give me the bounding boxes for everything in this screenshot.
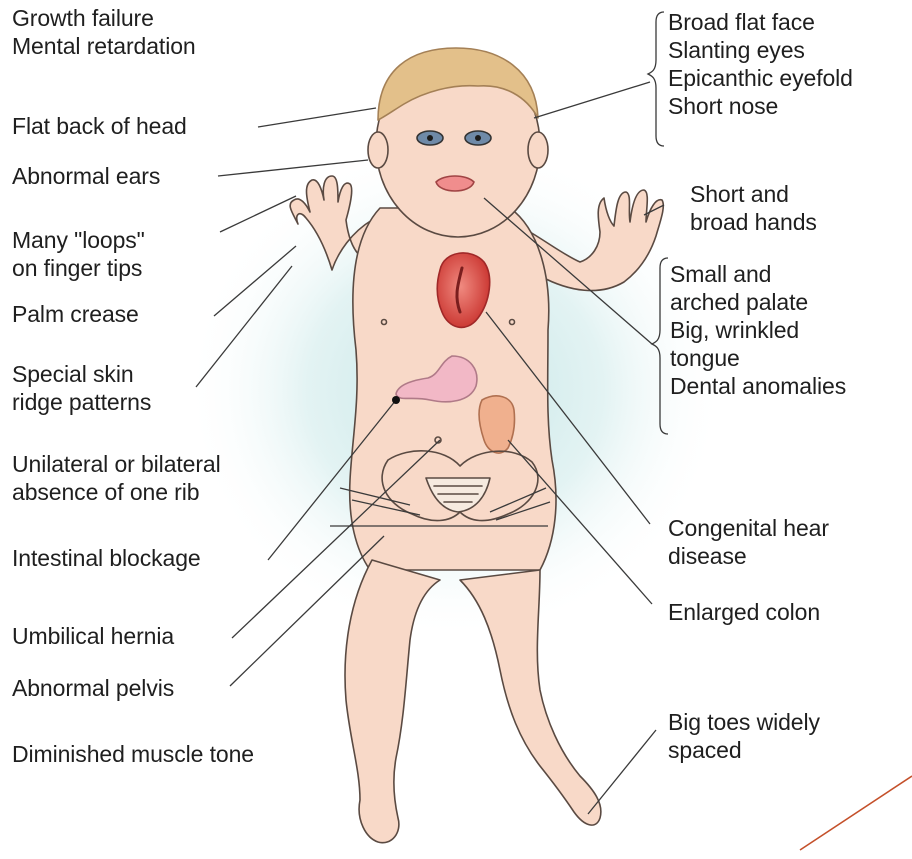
label-flat-back-of-head: Flat back of head [12, 112, 187, 140]
label-abnormal-ears: Abnormal ears [12, 162, 160, 190]
label-umbilical-hernia: Umbilical hernia [12, 622, 174, 650]
mouth-tongue [436, 176, 474, 191]
label-toes: Big toes widelyspaced [668, 708, 820, 764]
label-growth-failure: Growth failureMental retardation [12, 4, 196, 60]
label-many-loops: Many "loops"on finger tips [12, 226, 145, 282]
label-rib-absence: Unilateral or bilateralabsence of one ri… [12, 450, 221, 506]
stomach-marker [392, 396, 400, 404]
right-ear [528, 132, 548, 168]
label-hands: Short andbroad hands [690, 180, 817, 236]
left-ear [368, 132, 388, 168]
label-palm-crease: Palm crease [12, 300, 139, 328]
label-colon: Enlarged colon [668, 598, 820, 626]
label-heart: Congenital heardisease [668, 514, 829, 570]
label-muscle-tone: Diminished muscle tone [12, 740, 254, 768]
label-special-skin: Special skinridge patterns [12, 360, 151, 416]
label-face-group: Broad flat faceSlanting eyesEpicanthic e… [668, 8, 853, 120]
decorative-accent-line [800, 776, 912, 850]
label-intestinal-blockage: Intestinal blockage [12, 544, 201, 572]
label-mouth-group: Small andarched palateBig, wrinkledtongu… [670, 260, 846, 400]
label-abnormal-pelvis: Abnormal pelvis [12, 674, 174, 702]
